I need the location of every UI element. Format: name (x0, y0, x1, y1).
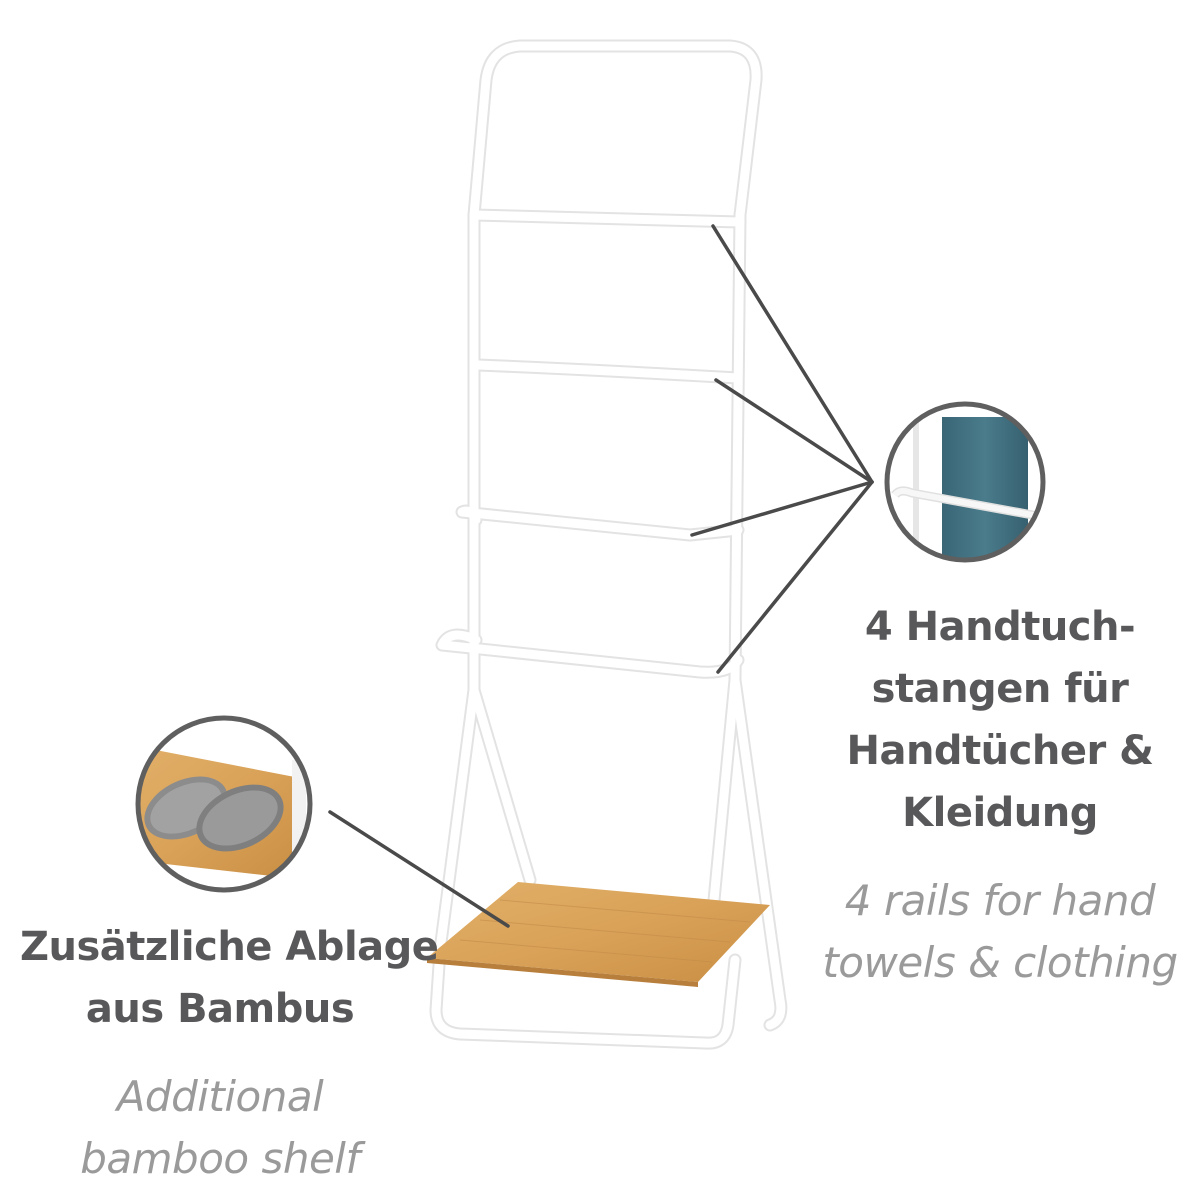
shelf-en-line-1: Additional (116, 1072, 324, 1121)
leader-lines (328, 224, 874, 928)
rails-de-line-2: stangen für (871, 666, 1129, 712)
shelf-de-line-2: aus Bambus (85, 986, 355, 1032)
rails-en-line-1: 4 rails for hand (844, 876, 1156, 925)
towel-detail-icon (884, 401, 1046, 563)
shelf-caption: Zusätzliche Ablage aus Bambus Additional… (20, 916, 439, 1190)
slippers-detail-icon (135, 715, 313, 893)
bamboo-shelf (427, 882, 770, 987)
rails-de-line-3: Handtücher & (846, 728, 1154, 774)
rails-de-line-4: Kleidung (902, 790, 1098, 836)
rails-caption-english: 4 rails for hand towels & clothing (800, 870, 1200, 994)
shelf-caption-english: Additional bamboo shelf (20, 1066, 420, 1190)
rails-de-line-1: 4 Handtuch- (864, 604, 1136, 650)
shelf-de-line-1: Zusätzliche Ablage (20, 924, 439, 970)
shelf-caption-german: Zusätzliche Ablage aus Bambus (20, 916, 439, 1040)
rails-caption-german: 4 Handtuch- stangen für Handtücher & Kle… (800, 596, 1200, 844)
rack-frame (429, 39, 788, 1050)
shelf-en-line-2: bamboo shelf (80, 1134, 360, 1183)
rails-caption: 4 Handtuch- stangen für Handtücher & Kle… (800, 596, 1200, 994)
rails-en-line-2: towels & clothing (822, 938, 1178, 987)
